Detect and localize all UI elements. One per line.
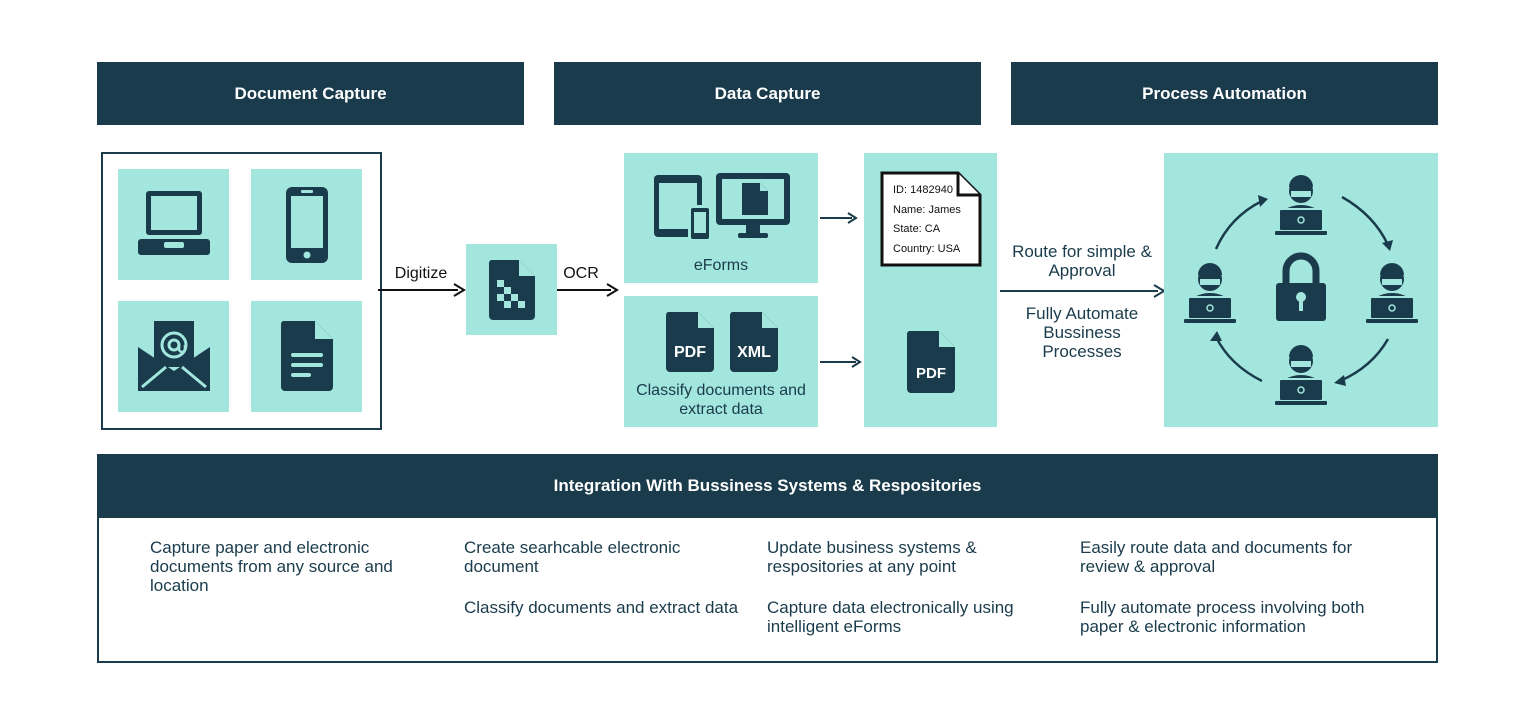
record-id: ID: 1482940 xyxy=(893,184,953,196)
digitize-arrow xyxy=(378,283,466,297)
integration-item: Fully automate process involving both pa… xyxy=(1080,598,1365,636)
automate-label: Fully Automate Bussiness Processes xyxy=(1025,304,1139,361)
integration-item: Classify documents and extract data xyxy=(464,598,739,617)
process-automation-tile xyxy=(1164,153,1438,427)
integration-col-2: Create searhcable electronic document Cl… xyxy=(464,538,744,617)
workflow-cycle xyxy=(1183,174,1419,406)
pdf-file-label: PDF xyxy=(674,344,706,361)
header-document-capture: Document Capture xyxy=(97,62,524,125)
user-at-laptop-icon xyxy=(1274,174,1328,236)
laptop-icon xyxy=(138,191,210,255)
eforms-label: eForms xyxy=(693,257,749,274)
integration-item: Capture data electronically using intell… xyxy=(767,598,1014,636)
record-name: Name: James xyxy=(893,203,961,216)
integration-item: Create searhcable electronic document xyxy=(464,538,681,576)
record-state: State: CA xyxy=(893,223,941,235)
integration-col-3: Update business systems & respositories … xyxy=(767,538,1057,636)
ocr-arrow xyxy=(557,283,619,297)
integration-item: Capture paper and electronic documents f… xyxy=(150,538,393,595)
user-at-laptop-icon xyxy=(1183,262,1237,324)
smartphone-tile xyxy=(251,169,362,280)
pdf-file-icon xyxy=(906,331,955,393)
integration-col-4: Easily route data and documents for revi… xyxy=(1080,538,1390,636)
eforms-arrow xyxy=(820,212,858,224)
user-at-laptop-icon xyxy=(1274,344,1328,406)
document-tile xyxy=(251,301,362,412)
scanned-document-icon xyxy=(488,260,535,320)
integration-item: Easily route data and documents for revi… xyxy=(1080,538,1353,576)
xml-file-icon xyxy=(729,312,778,372)
cycle-arrow-icon xyxy=(1214,195,1390,383)
extracted-data-tile: ID: 1482940 Name: James State: CA Countr… xyxy=(864,153,997,427)
laptop-tile xyxy=(118,169,229,280)
integration-item: Update business systems & respositories … xyxy=(767,538,977,576)
classify-label: Classify documents and extract data xyxy=(636,382,806,418)
padlock-icon xyxy=(1276,252,1326,321)
header-document-capture-label: Document Capture xyxy=(234,83,387,103)
smartphone-icon xyxy=(286,187,328,263)
devices-icon xyxy=(654,173,790,241)
record-country: Country: USA xyxy=(893,242,961,255)
digitize-label: Digitize xyxy=(394,265,448,282)
record-text: ID: 1482940 Name: James State: CA Countr… xyxy=(893,181,961,259)
eforms-tile: eForms xyxy=(624,153,818,283)
classify-arrow xyxy=(820,356,862,368)
user-at-laptop-icon xyxy=(1365,262,1419,324)
pdf-label-2: PDF xyxy=(916,365,946,382)
xml-file-label: XML xyxy=(737,344,771,361)
integration-col-1: Capture paper and electronic documents f… xyxy=(150,538,435,595)
classify-tile: PDF XML Classify documents and extract d… xyxy=(624,296,818,427)
id-card-icon xyxy=(880,171,982,267)
route-label: Route for simple & Approval xyxy=(1012,242,1152,280)
integration-title: Integration With Bussiness Systems & Res… xyxy=(553,476,982,495)
document-icon xyxy=(280,321,333,391)
email-tile xyxy=(118,301,229,412)
header-data-capture: Data Capture xyxy=(554,62,981,125)
email-icon xyxy=(138,321,210,391)
route-arrow xyxy=(1000,284,1166,298)
header-process-automation-label: Process Automation xyxy=(1142,83,1307,103)
ocr-label: OCR xyxy=(563,265,599,282)
integration-header: Integration With Bussiness Systems & Res… xyxy=(97,454,1438,518)
header-process-automation: Process Automation xyxy=(1011,62,1438,125)
scanned-document-tile xyxy=(466,244,557,335)
pdf-file-icon xyxy=(665,312,714,372)
header-data-capture-label: Data Capture xyxy=(714,83,821,103)
